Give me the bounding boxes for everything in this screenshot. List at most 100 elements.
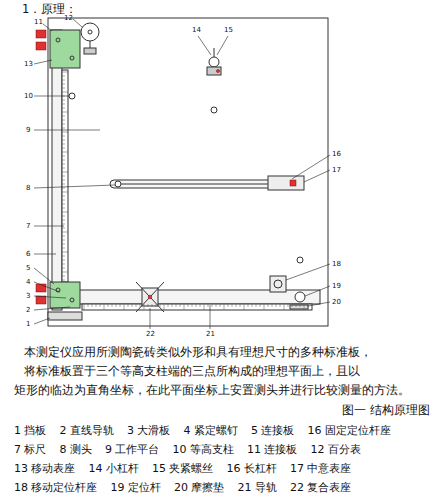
leader-line bbox=[34, 130, 100, 131]
support-post bbox=[211, 107, 217, 113]
contact-dot bbox=[216, 69, 219, 72]
tick bbox=[62, 80, 65, 81]
callout-number: 18 bbox=[332, 260, 341, 269]
callout-number: 9 bbox=[26, 126, 30, 135]
callout-number: 22 bbox=[146, 330, 155, 339]
fixed-rod-seat bbox=[50, 282, 80, 308]
tick bbox=[276, 304, 277, 307]
tick bbox=[62, 172, 68, 173]
part-name: 16 长杠杆 bbox=[227, 462, 278, 475]
seat-arm bbox=[136, 282, 164, 312]
tick bbox=[176, 304, 177, 307]
callout-number: 7 bbox=[26, 222, 30, 231]
tick bbox=[160, 304, 161, 307]
callout-number: 10 bbox=[24, 92, 33, 101]
callout-number: 1 bbox=[26, 320, 30, 329]
tick bbox=[192, 304, 193, 307]
tick bbox=[62, 256, 65, 257]
callout-number: 3 bbox=[26, 292, 30, 301]
leader-line bbox=[34, 282, 60, 292]
part-name: 3 大滑板 bbox=[127, 424, 171, 437]
part-name: 16 固定定位杆座 bbox=[308, 424, 392, 437]
tick bbox=[92, 304, 93, 307]
tick bbox=[112, 304, 113, 307]
leader-line bbox=[34, 318, 50, 324]
tick bbox=[62, 88, 65, 89]
part-name: 7 标尺 bbox=[14, 443, 47, 456]
tick bbox=[252, 304, 253, 307]
tick bbox=[244, 304, 245, 310]
tick bbox=[124, 304, 125, 310]
bolt bbox=[70, 298, 74, 302]
eccentric-knob bbox=[36, 296, 46, 304]
tick bbox=[62, 72, 68, 73]
tick bbox=[62, 116, 65, 117]
tick bbox=[62, 140, 65, 141]
part-name: 4 紧定螺钉 bbox=[184, 424, 239, 437]
tick bbox=[268, 304, 269, 307]
callout-number: 16 bbox=[332, 150, 341, 159]
leader-line bbox=[34, 296, 66, 298]
tick bbox=[240, 304, 241, 307]
callout-number: 14 bbox=[192, 26, 201, 35]
tick bbox=[62, 268, 65, 269]
tick bbox=[62, 236, 65, 237]
leader-line bbox=[308, 302, 330, 306]
tick bbox=[62, 76, 65, 77]
tick bbox=[62, 176, 65, 177]
parts-row: 18 移动定位杆座19 定位杆20 摩擦垫21 导轨22 复合表座 bbox=[14, 481, 352, 494]
parts-row: 13 移动表座14 小杠杆15 夹紧螺丝16 长杠杆17 中意表座 bbox=[14, 462, 352, 475]
moving-rod-seat bbox=[270, 276, 286, 292]
tick bbox=[62, 232, 68, 233]
tick bbox=[224, 304, 225, 310]
tick bbox=[62, 132, 68, 133]
callout-number: 13 bbox=[24, 60, 33, 69]
locating-rod bbox=[295, 292, 305, 302]
tick bbox=[212, 304, 213, 307]
tick bbox=[144, 304, 145, 310]
callout-number: 6 bbox=[26, 250, 30, 259]
tick bbox=[62, 180, 65, 181]
leader-line bbox=[198, 36, 211, 55]
tick bbox=[204, 304, 205, 310]
contact-dot bbox=[148, 295, 152, 299]
tick bbox=[284, 304, 285, 310]
part-name: 10 等高支柱 bbox=[173, 443, 235, 456]
callout-number: 17 bbox=[332, 166, 341, 175]
tick bbox=[62, 164, 65, 165]
tick bbox=[62, 156, 65, 157]
tick bbox=[228, 304, 229, 307]
tick bbox=[104, 304, 105, 310]
tick bbox=[62, 264, 65, 265]
tick bbox=[62, 228, 65, 229]
leader-line bbox=[34, 226, 64, 227]
part-name: 17 中意表座 bbox=[290, 462, 352, 475]
dial-center bbox=[88, 30, 92, 34]
description-text: 将标准板置于三个等高支柱端的三点所构成的理想平面上，且以 bbox=[24, 365, 360, 379]
part-name: 11 连接板 bbox=[247, 443, 298, 456]
leader-line bbox=[286, 264, 330, 280]
tick bbox=[136, 304, 137, 307]
gauge-clamp bbox=[84, 48, 96, 54]
callout-number: 20 bbox=[332, 298, 341, 307]
tick bbox=[248, 304, 249, 307]
tick bbox=[88, 304, 89, 307]
tick bbox=[62, 184, 65, 185]
tick bbox=[62, 148, 65, 149]
tick bbox=[96, 304, 97, 307]
tick bbox=[116, 304, 117, 307]
leader-line bbox=[34, 96, 69, 97]
tick bbox=[62, 208, 65, 209]
tick bbox=[236, 304, 237, 307]
tick bbox=[220, 304, 221, 307]
part-name: 9 工作平台 bbox=[105, 443, 160, 456]
description-text: 本测定仪应用所测陶瓷砖类似外形和具有理想尺寸的多种标准板， bbox=[24, 346, 372, 360]
tick bbox=[152, 304, 153, 307]
tick bbox=[292, 304, 293, 307]
support-post bbox=[69, 93, 75, 99]
callout-number: 4 bbox=[26, 278, 30, 287]
tick bbox=[62, 244, 65, 245]
bolt bbox=[70, 56, 74, 60]
tick bbox=[62, 168, 65, 169]
